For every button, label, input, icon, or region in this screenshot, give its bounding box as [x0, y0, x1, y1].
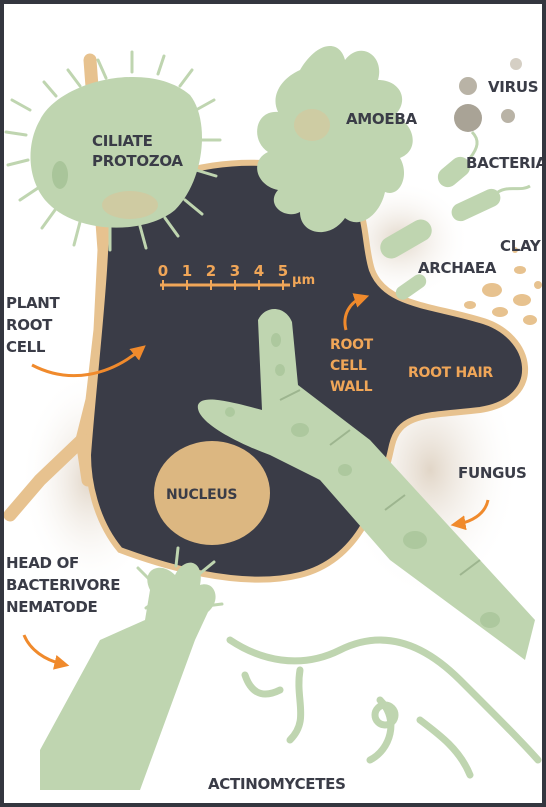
arrow-nematode — [22, 634, 70, 670]
pointer-arrows — [22, 293, 490, 670]
clay-particles — [464, 247, 542, 325]
scale-tick-label: 3 — [230, 262, 240, 280]
label-nematode-line1: HEAD OF — [6, 554, 79, 572]
label-plant-line1: PLANT — [6, 294, 61, 312]
label-fungus: FUNGUS — [458, 464, 526, 482]
amoeba — [257, 46, 413, 233]
scale-bar: 0 1 2 3 4 5 μm — [158, 262, 315, 290]
label-plant-line2: ROOT — [6, 316, 53, 334]
bacteria — [437, 130, 531, 222]
scale-unit: μm — [292, 273, 315, 288]
ciliate-protozoa — [4, 50, 222, 252]
scale-tick-label: 5 — [278, 262, 288, 280]
scale-tick-label: 4 — [254, 262, 264, 280]
amoeba-nucleus — [294, 109, 330, 141]
label-root-hair: ROOT HAIR — [408, 365, 493, 381]
label-nucleus: NUCLEUS — [166, 487, 237, 503]
label-archaea: ARCHAEA — [418, 259, 497, 277]
arrow-root-cell-wall — [343, 293, 370, 331]
scale-tick-label: 2 — [206, 262, 216, 280]
label-ciliate-line1: CILIATE — [92, 132, 153, 150]
label-ciliate-line2: PROTOZOA — [92, 152, 183, 170]
archaea — [380, 219, 432, 300]
label-virus: VIRUS — [488, 78, 538, 96]
label-clay: CLAY — [500, 237, 542, 255]
label-wall-line2: CELL — [330, 358, 367, 374]
cilia — [4, 50, 222, 252]
nucleus — [154, 441, 270, 545]
actinomycetes — [226, 636, 542, 779]
nematode-head — [40, 546, 224, 790]
label-plant-line3: CELL — [6, 338, 46, 356]
label-amoeba: AMOEBA — [346, 110, 417, 128]
label-actinomycetes: ACTINOMYCETES — [208, 775, 346, 793]
label-bacteria: BACTERIA — [466, 154, 542, 172]
label-wall-line1: ROOT — [330, 337, 374, 353]
arrow-fungus — [450, 499, 490, 531]
scale-tick-label: 1 — [182, 262, 192, 280]
viruses — [454, 58, 522, 132]
label-nematode-line2: BACTERIVORE — [6, 576, 120, 594]
fungus — [197, 308, 535, 660]
label-wall-line3: WALL — [330, 379, 373, 395]
illustration-canvas: 0 1 2 3 4 5 μm CILIATE PROTOZOA AMOEBA V… — [4, 4, 542, 803]
arrow-plant-root-cell — [31, 345, 146, 378]
soil-microbes-diagram: 0 1 2 3 4 5 μm CILIATE PROTOZOA AMOEBA V… — [4, 46, 542, 793]
label-nematode-line3: NEMATODE — [6, 598, 98, 616]
scale-tick-label: 0 — [158, 262, 168, 280]
